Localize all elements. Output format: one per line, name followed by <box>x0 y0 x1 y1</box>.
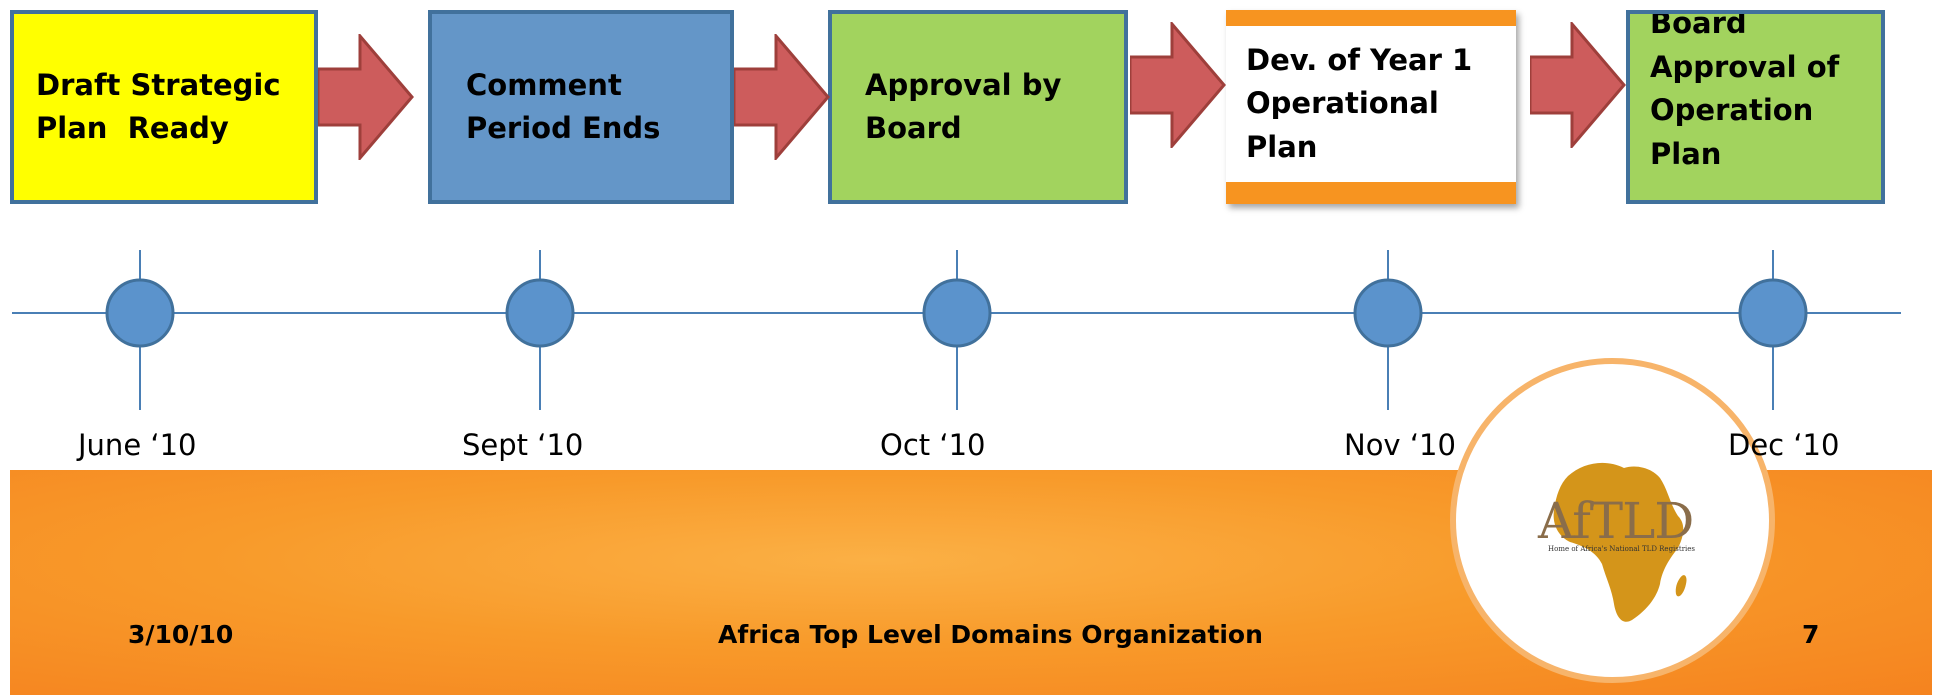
step-label: Dev. of Year 1 Operational Plan <box>1246 39 1472 170</box>
logo-wordmark: AfTLD <box>1538 492 1694 550</box>
right-arrow-icon <box>1530 22 1626 148</box>
africa-map-icon <box>1553 462 1687 622</box>
footer-page-number: 7 <box>1802 620 1820 649</box>
footer-date: 3/10/10 <box>128 620 234 649</box>
step-label: Comment Period Ends <box>466 64 660 151</box>
step-board-approval: Board Approval of Operation Plan <box>1626 10 1885 204</box>
timeline-date-label: Nov ‘10 <box>1344 428 1456 462</box>
step-label: Approval by Board <box>865 64 1061 151</box>
step-label-line: Board <box>865 111 962 145</box>
timeline-date-label: Oct ‘10 <box>880 428 986 462</box>
step-label-line: Approval by <box>865 67 1062 102</box>
timeline-marker <box>505 250 575 410</box>
step-label-line: Period Ends <box>466 111 661 145</box>
aftld-logo: AfTLD Home of Africa's National TLD Regi… <box>1450 358 1775 683</box>
step-label-line: Board <box>1650 10 1747 40</box>
step-label-line: Operation Plan <box>1650 93 1814 171</box>
step-label-line: Plan <box>1246 129 1318 164</box>
timeline-marker <box>105 250 175 410</box>
timeline-marker <box>922 250 992 410</box>
step-label-line: Comment <box>466 67 622 102</box>
footer-organization: Africa Top Level Domains Organization <box>718 620 1263 649</box>
step-approval-by-board: Approval by Board <box>828 10 1128 204</box>
step-label-line: Plan Ready <box>36 111 229 145</box>
step-label-line: Draft Strategic <box>36 67 281 102</box>
logo-tagline: Home of Africa's National TLD Registries <box>1548 545 1696 553</box>
step-operational-plan: Dev. of Year 1 Operational Plan <box>1226 10 1516 204</box>
timeline-date-label: June ‘10 <box>78 428 197 462</box>
right-arrow-icon <box>318 34 414 160</box>
step-draft-strategic-plan: Draft Strategic Plan Ready <box>10 10 318 204</box>
step-label-line: Operational <box>1246 86 1439 121</box>
step-label: Board Approval of Operation Plan <box>1650 10 1881 176</box>
step-label-line: Approval of <box>1650 49 1840 84</box>
timeline <box>12 250 1901 410</box>
timeline-date-label: Dec ‘10 <box>1728 428 1840 462</box>
right-arrow-icon <box>1130 22 1226 148</box>
timeline-marker <box>1353 250 1423 410</box>
step-comment-period: Comment Period Ends <box>428 10 734 204</box>
right-arrow-icon <box>734 34 830 160</box>
step-label: Draft Strategic Plan Ready <box>36 64 281 151</box>
timeline-marker <box>1738 250 1808 410</box>
timeline-date-label: Sept ‘10 <box>462 428 584 462</box>
step-label-line: Dev. of Year 1 <box>1246 42 1473 77</box>
